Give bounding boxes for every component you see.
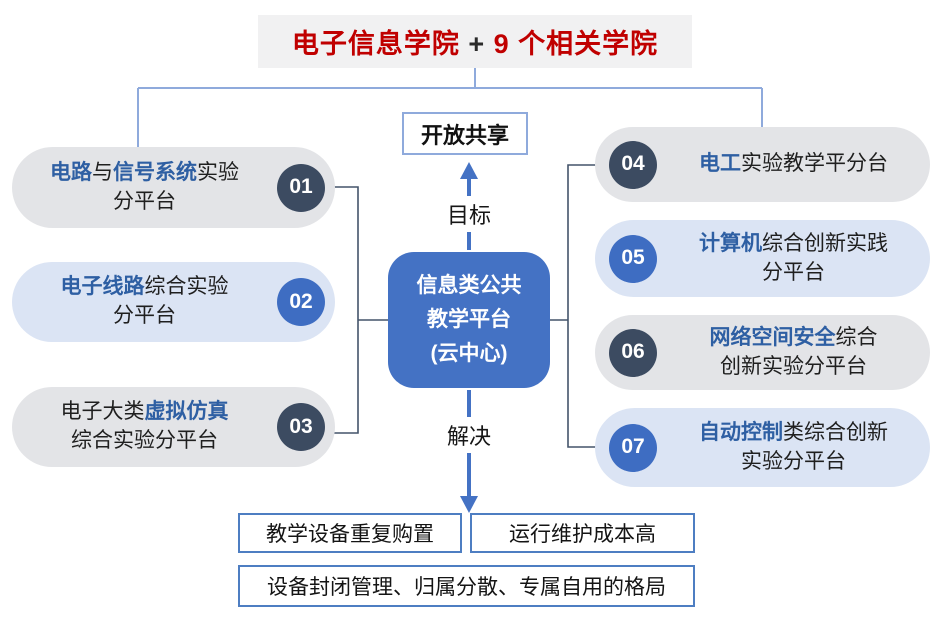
title-banner: 电子信息学院 + 9 个相关学院 xyxy=(258,15,692,68)
number-badge-02: 02 xyxy=(277,278,325,326)
platform-pill-01: 电路与信号系统实验分平台 01 xyxy=(12,147,335,228)
open-sharing-box: 开放共享 xyxy=(402,112,528,155)
problem-box-closed-management: 设备封闭管理、归属分散、专属自用的格局 xyxy=(238,565,695,607)
platform-pill-07: 07 自动控制类综合创新实验分平台 xyxy=(595,408,930,487)
platform-05-label: 计算机综合创新实践分平台 xyxy=(699,231,888,284)
right-bracket-line xyxy=(550,164,602,448)
platform-pill-05: 05 计算机综合创新实践分平台 xyxy=(595,220,930,297)
problem-box-maintenance-cost: 运行维护成本高 xyxy=(470,513,695,553)
solve-arrowhead-icon xyxy=(460,496,478,513)
platform-04-label: 电工实验教学平分台 xyxy=(699,152,888,176)
number-badge-04: 04 xyxy=(609,140,657,189)
goal-label: 目标 xyxy=(424,196,514,232)
number-badge-06: 06 xyxy=(609,328,657,377)
platform-pill-03: 电子大类虚拟仿真综合实验分平台 03 xyxy=(12,387,335,467)
platform-01-label: 电路与信号系统实验分平台 xyxy=(50,160,239,213)
cloud-center-box: 信息类公共 教学平台 (云中心) xyxy=(388,252,550,388)
number-badge-07: 07 xyxy=(609,423,657,472)
problem-box-duplicate-purchase: 教学设备重复购置 xyxy=(238,513,462,553)
title-text: 电子信息学院 + 9 个相关学院 xyxy=(291,29,659,59)
number-badge-01: 01 xyxy=(277,163,325,212)
number-badge-03: 03 xyxy=(277,403,325,451)
cloud-center-line1: 信息类公共 xyxy=(416,273,522,297)
cloud-center-line3: (云中心) xyxy=(430,342,508,365)
platform-pill-02: 电子线路综合实验分平台 02 xyxy=(12,262,335,342)
platform-07-label: 自动控制类综合创新实验分平台 xyxy=(699,420,888,473)
platform-02-label: 电子线路综合实验分平台 xyxy=(60,275,229,327)
left-bracket-line xyxy=(328,186,388,434)
platform-pill-06: 06 网络空间安全综合创新实验分平台 xyxy=(595,315,930,390)
cloud-center-line2: 教学平台 xyxy=(427,307,511,331)
goal-arrowhead-icon xyxy=(460,162,478,179)
number-badge-05: 05 xyxy=(609,234,657,283)
platform-06-label: 网络空间安全综合创新实验分平台 xyxy=(709,325,878,378)
platform-03-label: 电子大类虚拟仿真综合实验分平台 xyxy=(60,400,229,452)
top-tree-line xyxy=(137,68,763,147)
cloud-center-text: 信息类公共 教学平台 (云中心) xyxy=(417,269,522,371)
solve-label: 解决 xyxy=(424,417,514,453)
platform-pill-04: 04 电工实验教学平分台 xyxy=(595,127,930,202)
